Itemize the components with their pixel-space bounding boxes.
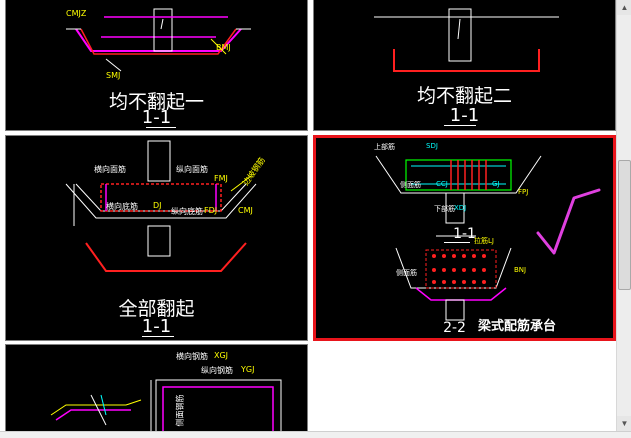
label-side-bar: 侧面筋 [400, 181, 421, 189]
label-bmj: BMJ [216, 43, 231, 52]
label-ygj-code: YGJ [241, 365, 255, 374]
tile-jun-bu-fan-qi-1[interactable]: CMJZ SMJ BMJ 均不翻起一 1-1 [5, 0, 308, 131]
tile-title: 均不翻起一 [108, 91, 204, 113]
label-bottom-rebar: 横向底筋 [106, 202, 138, 211]
section-label: 1-1 [141, 107, 172, 128]
label-cmj: CMJ [238, 206, 253, 215]
label-bnj: BNJ [514, 266, 527, 274]
checkmark-annotation [536, 188, 601, 255]
label-ccj: CCJ [436, 180, 448, 188]
scrollbar-thumb[interactable] [618, 160, 631, 290]
scroll-down-icon[interactable]: ▼ [617, 416, 631, 431]
section-underline [142, 336, 174, 337]
tile-drawing [375, 155, 601, 321]
label-fdj: FDJ [204, 206, 218, 215]
tile-drawing [65, 140, 257, 272]
tile-liang-shi-pei-jin-cheng-tai[interactable]: 上部筋 SDJ 侧面筋 CCJ GJ 下部筋 XDJ FPJ 拉筋LJ 侧面筋 … [313, 135, 616, 341]
label-long-bottom: 纵向底筋 [171, 207, 203, 216]
tile-title: 均不翻起二 [416, 85, 512, 107]
label-side2: 侧面筋 [396, 269, 417, 277]
label-top-bar: 上部筋 [374, 143, 395, 151]
tile-partial[interactable]: 横向钢筋 XGJ 纵向钢筋 YGJ 侧面钢筋 [5, 344, 308, 431]
label-dj: DJ [153, 201, 162, 210]
label-fpj: FPJ [518, 188, 529, 196]
tile-drawing [374, 8, 559, 72]
label-ygj: 纵向钢筋 [201, 366, 233, 375]
label-sdj: SDJ [426, 142, 438, 150]
tile-title: 全部翻起 [118, 298, 195, 320]
label-xgj: 横向钢筋 [176, 352, 208, 361]
label-side-rebar: 纵向面筋 [176, 165, 208, 174]
label-lj: 拉筋LJ [474, 237, 494, 245]
label-xgj-code: XGJ [214, 351, 229, 360]
label-lower-bar: 下部筋 [434, 205, 455, 213]
section-underline-top [444, 242, 470, 243]
bottom-border [0, 431, 631, 438]
tile-drawing [66, 8, 251, 72]
vertical-scrollbar[interactable]: ▲ ▼ [616, 0, 631, 431]
section-label-bottom: 2-2 [443, 320, 466, 336]
label-side: 侧面钢筋 [175, 394, 185, 427]
section-underline [444, 125, 476, 126]
label-fmj: FMJ [214, 174, 228, 183]
tile-quan-bu-fan-qi[interactable]: 横向面筋 纵向面筋 FMJ 横向底筋 DJ 纵向底筋 FDJ CMJ 边坡钢筋 … [5, 135, 308, 341]
thumbnail-grid: CMJZ SMJ BMJ 均不翻起一 1-1 均不翻起二 1-1 [0, 0, 616, 431]
label-gj: GJ [492, 180, 500, 188]
section-label: 1-1 [141, 316, 172, 337]
section-underline [146, 127, 176, 128]
scroll-up-icon[interactable]: ▲ [617, 0, 631, 15]
label-smj: SMJ [106, 71, 121, 80]
tile-title: 梁式配筋承台 [478, 319, 557, 334]
label-cmjz: CMJZ [66, 9, 87, 18]
tile-drawing [50, 379, 282, 431]
label-xdj: XDJ [454, 204, 467, 212]
label-top-rebar: 横向面筋 [94, 165, 126, 174]
section-label-top: 1-1 [453, 226, 476, 242]
section-label: 1-1 [449, 105, 480, 126]
tile-jun-bu-fan-qi-2[interactable]: 均不翻起二 1-1 [313, 0, 616, 131]
